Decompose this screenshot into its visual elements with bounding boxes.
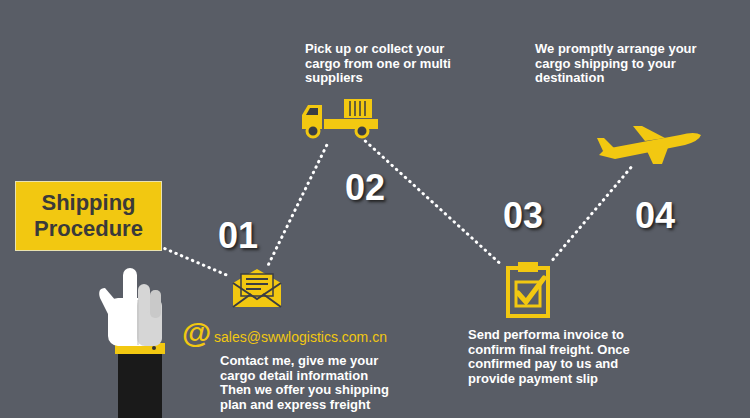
- dotted-connector: [269, 142, 329, 265]
- dotted-connector: [553, 167, 631, 259]
- title-box: Shipping Procedure: [15, 181, 162, 251]
- icon-part: [306, 108, 318, 115]
- cuff-button: [152, 346, 156, 350]
- glove-seam: [138, 300, 139, 345]
- step-number: 01: [218, 216, 258, 256]
- clipboard-icon-drawing: [505, 260, 551, 318]
- icon-part: [324, 119, 378, 129]
- step-description: Contact me, give me your cargo detail in…: [220, 354, 398, 412]
- step-description: Send performa invoice to confirm final f…: [468, 328, 658, 386]
- middle-finger: [138, 284, 150, 314]
- icon-part: [307, 125, 319, 137]
- icon-part: [233, 283, 281, 299]
- icon-part: [344, 99, 372, 118]
- title-text: Shipping Procedure: [22, 190, 155, 242]
- icon-part: [508, 268, 548, 316]
- envelope-icon: sales@swwlogistics.com.cnContact me, giv…: [231, 267, 283, 309]
- email-address: sales@swwlogistics.com.cn: [214, 329, 414, 346]
- step-number: 04: [635, 196, 675, 236]
- step-description: We promptly arrange your cargo shipping …: [535, 42, 715, 86]
- icon-part: [647, 145, 669, 164]
- icon-part: [350, 101, 365, 116]
- icon-part: [246, 278, 268, 280]
- at-symbol: @: [182, 316, 211, 350]
- sleeve: [118, 352, 162, 418]
- plane-icon-drawing: [595, 125, 705, 165]
- icon-part: [597, 138, 615, 151]
- ring-finger: [150, 290, 161, 318]
- clipboard-icon: Send performa invoice to confirm final f…: [505, 260, 551, 318]
- icon-part: [518, 278, 544, 302]
- icon-part: [518, 262, 538, 272]
- icon-part: [246, 288, 261, 290]
- dotted-connector: [365, 141, 502, 266]
- step-description: Pick up or collect your cargo from one o…: [305, 42, 455, 86]
- envelope-icon-drawing: [231, 267, 283, 309]
- index-finger: [123, 268, 137, 316]
- truck-icon: Pick up or collect your cargo from one o…: [300, 97, 380, 139]
- plane-icon: We promptly arrange your cargo shipping …: [595, 125, 705, 165]
- step-number: 03: [503, 196, 543, 236]
- step-number: 02: [345, 168, 385, 208]
- icon-part: [633, 126, 665, 141]
- icon-part: [356, 125, 368, 137]
- truck-icon-drawing: [300, 97, 380, 139]
- icon-part: [233, 294, 281, 307]
- icon-part: [233, 269, 281, 307]
- icon-part: [246, 283, 268, 285]
